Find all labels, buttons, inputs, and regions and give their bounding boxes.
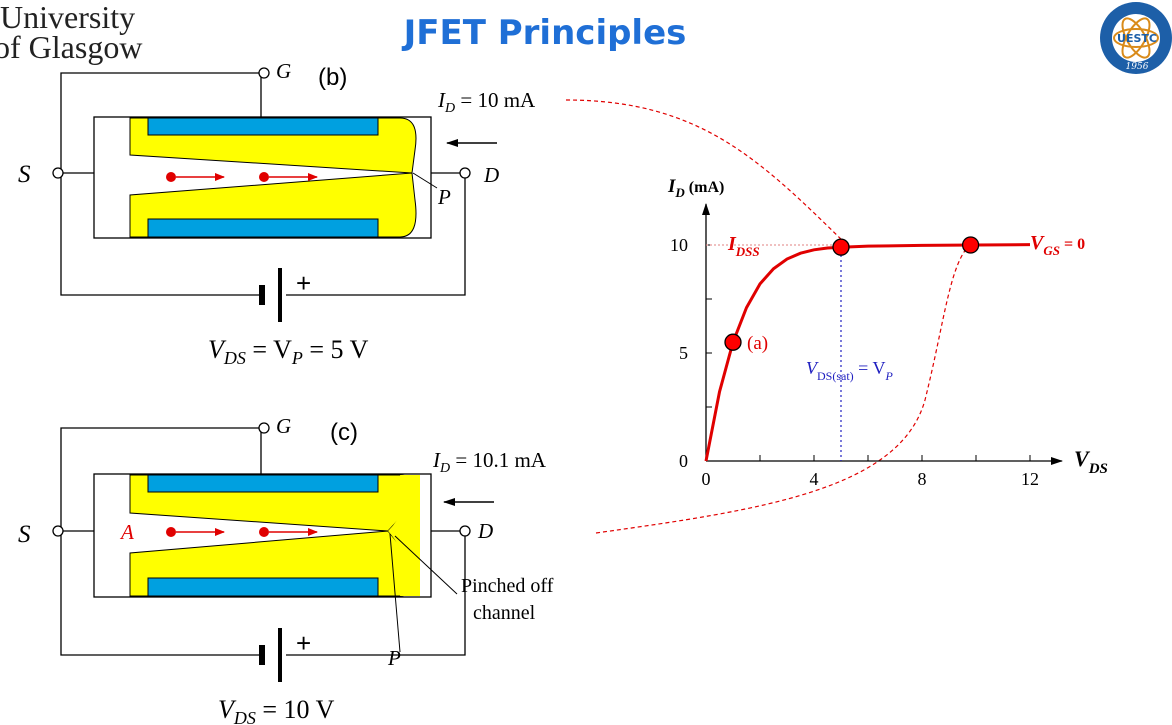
gate-wire-b: [258, 72, 262, 117]
x-tick-label: 8: [918, 469, 927, 489]
source-terminal-b: [52, 167, 64, 179]
pinch-label-c: P: [387, 646, 401, 670]
y-tick-label: 5: [679, 343, 688, 363]
electron-b-2: [259, 172, 269, 182]
pinch-leader-b: [412, 172, 438, 189]
drain-return-wire-c: [286, 534, 466, 656]
drain-terminal-b: [459, 167, 471, 179]
pinched-off-line1: Pinched off: [461, 575, 554, 597]
gate-region-bottom-c: [147, 577, 379, 597]
electron-c-1: [166, 527, 176, 537]
x-tick-label: 0: [702, 469, 711, 489]
drain-current-label-c: ID = 10.1 mA: [432, 448, 547, 476]
drain-current-label-b: ID = 10 mA: [437, 88, 536, 116]
pinch-label-b: P: [437, 185, 451, 209]
vgs-label: VGS = 0: [1030, 232, 1085, 258]
uestc-logo-text: UESTC: [1117, 32, 1157, 45]
y-tick-label: 10: [670, 235, 688, 255]
drain-terminal-c: [459, 525, 471, 537]
gate-label-b: G: [276, 59, 291, 83]
page-title: JFET Principles: [402, 13, 687, 53]
drain-return-wire-b: [286, 178, 466, 296]
panel-label-b: (b): [318, 64, 347, 91]
uestc-logo-year: 1956: [1126, 62, 1149, 72]
x-tick-label: 12: [1021, 469, 1039, 489]
pinch-leader-c: [389, 533, 401, 653]
gate-terminal-c: [258, 422, 270, 434]
gate-region-bottom-b: [147, 218, 379, 238]
y-tick-label: 0: [679, 451, 688, 471]
x-axis-label: VDS: [1074, 446, 1108, 477]
source-label-c: S: [18, 521, 31, 548]
iv-chart: 0 4 8 12 0 5 10 (a) ID (mA) VDS IDSS VGS = 0 V…: [667, 176, 1108, 489]
operating-point-label: (a): [747, 333, 768, 354]
source-terminal-c: [52, 525, 64, 537]
battery-plus-c: +: [296, 628, 311, 658]
university-line1: University: [0, 0, 135, 35]
operating-point-3: [961, 236, 980, 254]
gate-terminal-b: [258, 67, 270, 79]
operating-point-2: [832, 238, 850, 256]
gate-label-c: G: [276, 414, 291, 438]
university-logo: University of Glasgow: [0, 0, 142, 65]
source-gate-wire-b: [60, 72, 260, 296]
university-line2: of Glasgow: [0, 29, 142, 65]
gate-region-top-b: [147, 117, 379, 136]
uestc-logo: UESTC 1956: [1100, 2, 1172, 74]
operating-point-1: [724, 333, 742, 351]
connector-b-to-saturation: [565, 99, 846, 244]
vds-caption-c: VDS = 10 V: [218, 695, 335, 725]
vds-sat-label: VDS(sat) = VP: [806, 358, 894, 383]
electron-c-2: [259, 527, 269, 537]
drain-label-b: D: [483, 163, 499, 187]
y-axis-label: ID (mA): [667, 176, 724, 200]
connector-c-to-curve: [595, 242, 973, 534]
jfet-diagram-b: + G (b) S D P ID = 10 mA VDS = VP = 5 V: [18, 59, 536, 368]
point-a-label-c: A: [119, 520, 134, 544]
vds-caption-b: VDS = VP = 5 V: [208, 335, 369, 368]
pinched-off-line2: channel: [473, 602, 536, 624]
source-gate-wire-c: [60, 427, 260, 656]
jfet-diagram-c: + G (c) S D A P Pinched off channel ID =…: [18, 414, 554, 725]
source-label-b: S: [18, 161, 31, 188]
panel-label-c: (c): [330, 419, 358, 446]
x-tick-label: 4: [810, 469, 819, 489]
pinched-off-leader: [394, 535, 458, 595]
gate-region-top-c: [147, 474, 379, 493]
series-line-vgs0: [704, 243, 1031, 462]
gate-wire-c: [258, 427, 262, 474]
idss-label: IDSS: [727, 233, 760, 259]
drain-label-c: D: [477, 519, 493, 543]
electron-b-1: [166, 172, 176, 182]
battery-plus-b: +: [296, 268, 311, 298]
